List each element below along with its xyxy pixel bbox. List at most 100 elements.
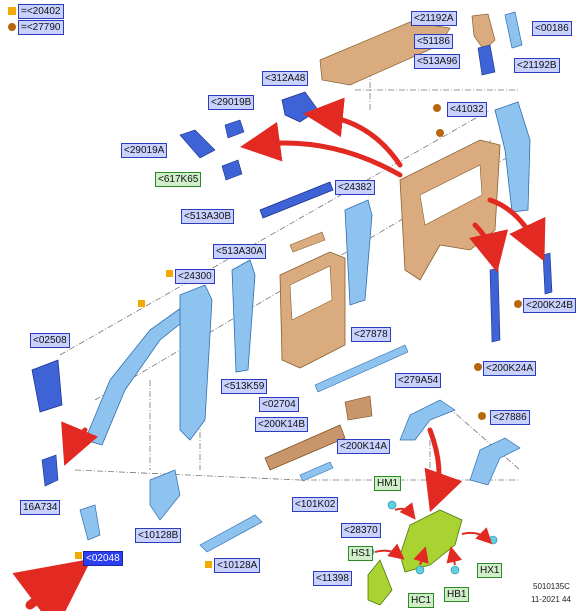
arrow-to-312A48 bbox=[303, 97, 403, 168]
illustration-date-code: 11-2021 44 bbox=[531, 595, 571, 604]
b-pillar bbox=[179, 284, 213, 441]
legend-square-row: =<20402 bbox=[8, 4, 64, 19]
fastener-HX1 bbox=[488, 535, 498, 545]
arrow-to-200K24A bbox=[469, 222, 509, 273]
label-27886[interactable]: <27886 bbox=[490, 410, 530, 425]
arrow-to-200K24B bbox=[487, 197, 546, 262]
label-101K02[interactable]: <101K02 bbox=[292, 497, 339, 512]
label-41032[interactable]: <41032 bbox=[447, 102, 487, 117]
label-02704[interactable]: <02704 bbox=[259, 397, 299, 412]
label-21192B[interactable]: <21192B bbox=[514, 58, 560, 73]
fastener-arrows bbox=[374, 502, 493, 566]
bracket-513A30A bbox=[289, 231, 326, 253]
bracket-21192B bbox=[477, 44, 496, 76]
label-27878[interactable]: <27878 bbox=[351, 327, 391, 342]
circle-marker bbox=[478, 412, 486, 420]
label-11398[interactable]: <11398 bbox=[313, 571, 352, 586]
label-HM1[interactable]: HM1 bbox=[374, 476, 402, 491]
square-marker bbox=[138, 300, 145, 307]
square-marker bbox=[75, 552, 82, 559]
label-24382[interactable]: <24382 bbox=[335, 180, 375, 195]
label-617K65[interactable]: <617K65 bbox=[155, 172, 202, 187]
arrow-pointer-02048 bbox=[12, 558, 92, 611]
square-marker bbox=[205, 561, 212, 568]
panel-02508 bbox=[31, 359, 63, 413]
liner-11398 bbox=[367, 559, 393, 606]
label-312A48[interactable]: <312A48 bbox=[262, 71, 309, 86]
square-marker bbox=[166, 270, 173, 277]
label-200K24B[interactable]: <200K24B bbox=[523, 298, 576, 313]
illustration-code: 5010135C bbox=[533, 582, 570, 591]
label-513A96[interactable]: <513A96 bbox=[414, 54, 461, 69]
label-28370[interactable]: <28370 bbox=[341, 523, 381, 538]
bracket-200K24B bbox=[542, 252, 553, 295]
sill-10128A bbox=[199, 514, 263, 553]
legend-circle-row: =<27790 bbox=[8, 20, 64, 35]
sill-27878 bbox=[314, 344, 409, 393]
label-HS1[interactable]: HS1 bbox=[348, 546, 374, 561]
wheelhouse-279A54 bbox=[399, 399, 456, 441]
position-markers bbox=[75, 104, 522, 568]
label-51186[interactable]: <51186 bbox=[414, 34, 453, 49]
circle-swatch-icon bbox=[8, 23, 16, 32]
bracket-16A734 bbox=[41, 454, 59, 487]
label-00186[interactable]: <00186 bbox=[532, 21, 572, 36]
circle-marker bbox=[436, 129, 444, 137]
roof-gusset bbox=[471, 13, 496, 51]
arrow-to-wheel-liner bbox=[424, 427, 463, 513]
center-side-window-opening bbox=[289, 265, 333, 321]
pillar-24382 bbox=[344, 199, 373, 306]
label-10128B[interactable]: <10128B bbox=[135, 528, 182, 543]
label-513A30A[interactable]: <513A30A bbox=[213, 244, 266, 259]
bracket-10128B bbox=[149, 469, 181, 521]
label-21192A[interactable]: <21192A bbox=[411, 11, 457, 26]
square-swatch-icon bbox=[8, 7, 16, 16]
label-29019B[interactable]: <29019B bbox=[208, 95, 255, 110]
circle-marker bbox=[474, 363, 482, 371]
red-arrows bbox=[12, 97, 546, 611]
circle-marker bbox=[433, 104, 441, 112]
front-pillar-arch bbox=[84, 304, 196, 446]
label-200K24A[interactable]: <200K24A bbox=[483, 361, 536, 376]
bracket-200K24A bbox=[489, 267, 501, 343]
arrow-to-29019A bbox=[240, 121, 403, 178]
label-279A54[interactable]: <279A54 bbox=[395, 373, 442, 388]
label-200K14A[interactable]: <200K14A bbox=[337, 439, 390, 454]
label-HC1[interactable]: HC1 bbox=[408, 593, 435, 608]
label-HB1[interactable]: HB1 bbox=[444, 587, 470, 602]
bracket-02048 bbox=[79, 504, 101, 541]
label-513K59[interactable]: <513K59 bbox=[221, 379, 268, 394]
rear-pillar-41032 bbox=[494, 101, 531, 213]
sill-extension-200K14B bbox=[264, 424, 346, 471]
pillar-513K59 bbox=[231, 259, 256, 373]
fastener-HM1 bbox=[387, 500, 397, 510]
label-HX1[interactable]: HX1 bbox=[477, 563, 503, 578]
bracket-312A48 bbox=[281, 91, 319, 123]
label-02508[interactable]: <02508 bbox=[30, 333, 70, 348]
label-10128A[interactable]: <10128A bbox=[214, 558, 261, 573]
label-24300[interactable]: <24300 bbox=[175, 269, 215, 284]
legend-square-value[interactable]: =<20402 bbox=[18, 4, 64, 19]
legend-circle-value[interactable]: =<27790 bbox=[18, 20, 64, 35]
wheel-liner-28370 bbox=[399, 509, 463, 573]
light-blue-parts bbox=[79, 11, 531, 553]
label-16A734[interactable]: 16A734 bbox=[20, 500, 61, 515]
wheelhouse-27886 bbox=[469, 437, 521, 486]
rear-side-window-opening bbox=[419, 164, 483, 226]
bracket-29019B bbox=[224, 119, 245, 139]
sill-101K02 bbox=[299, 461, 334, 482]
bracket-00186 bbox=[504, 11, 523, 49]
fastener-HB1 bbox=[450, 565, 460, 575]
bracket-200K14A bbox=[344, 395, 373, 421]
green-parts bbox=[365, 500, 498, 606]
fastener-HC1 bbox=[415, 565, 425, 575]
arrow-to-16A734 bbox=[61, 421, 99, 466]
label-200K14B[interactable]: <200K14B bbox=[255, 417, 308, 432]
label-29019A[interactable]: <29019A bbox=[121, 143, 168, 158]
label-02048-highlighted[interactable]: <02048 bbox=[83, 551, 123, 566]
label-513A30B[interactable]: <513A30B bbox=[181, 209, 234, 224]
rail-513A30B bbox=[259, 181, 334, 219]
circle-marker bbox=[514, 300, 522, 308]
